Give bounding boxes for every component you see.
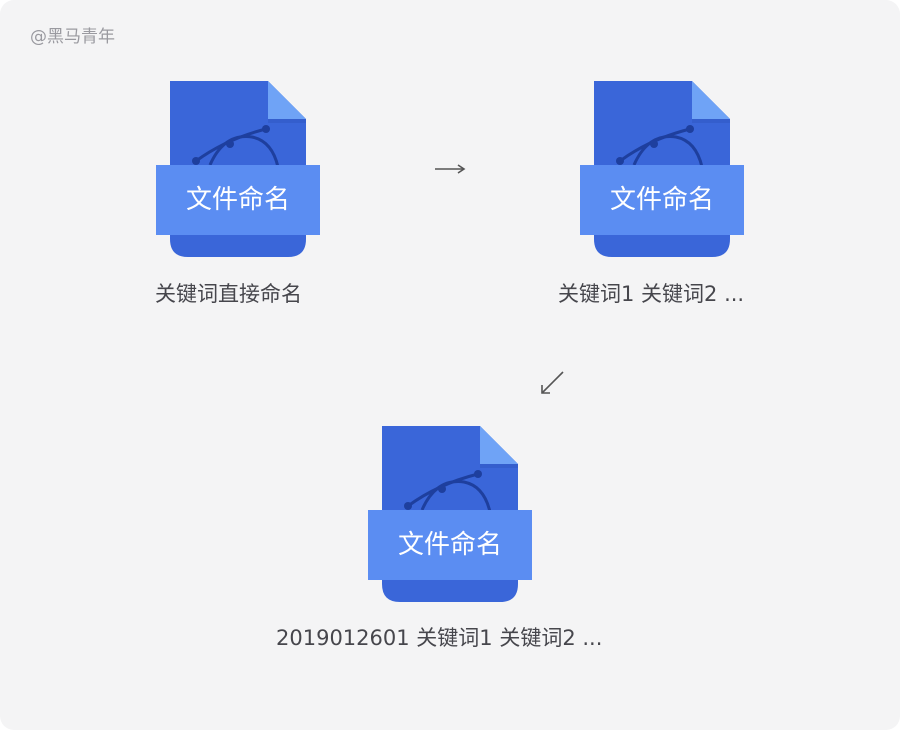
file-vector-icon: 文件命名: [156, 81, 320, 257]
arrow-down-left-icon: [541, 371, 564, 394]
step-1-caption: 关键词直接命名: [155, 282, 302, 306]
file-vector-icon: 文件命名: [580, 81, 744, 257]
watermark: @黑马青年: [30, 27, 115, 47]
file-label: 文件命名: [397, 530, 502, 560]
file-label: 文件命名: [185, 185, 290, 215]
step-3-caption: 2019012601 关键词1 关键词2 ...: [276, 626, 603, 650]
file-vector-icon: 文件命名: [368, 426, 532, 602]
file-label: 文件命名: [609, 185, 714, 215]
step-2-caption: 关键词1 关键词2 ...: [558, 282, 745, 306]
arrow-right-icon: [435, 164, 466, 174]
